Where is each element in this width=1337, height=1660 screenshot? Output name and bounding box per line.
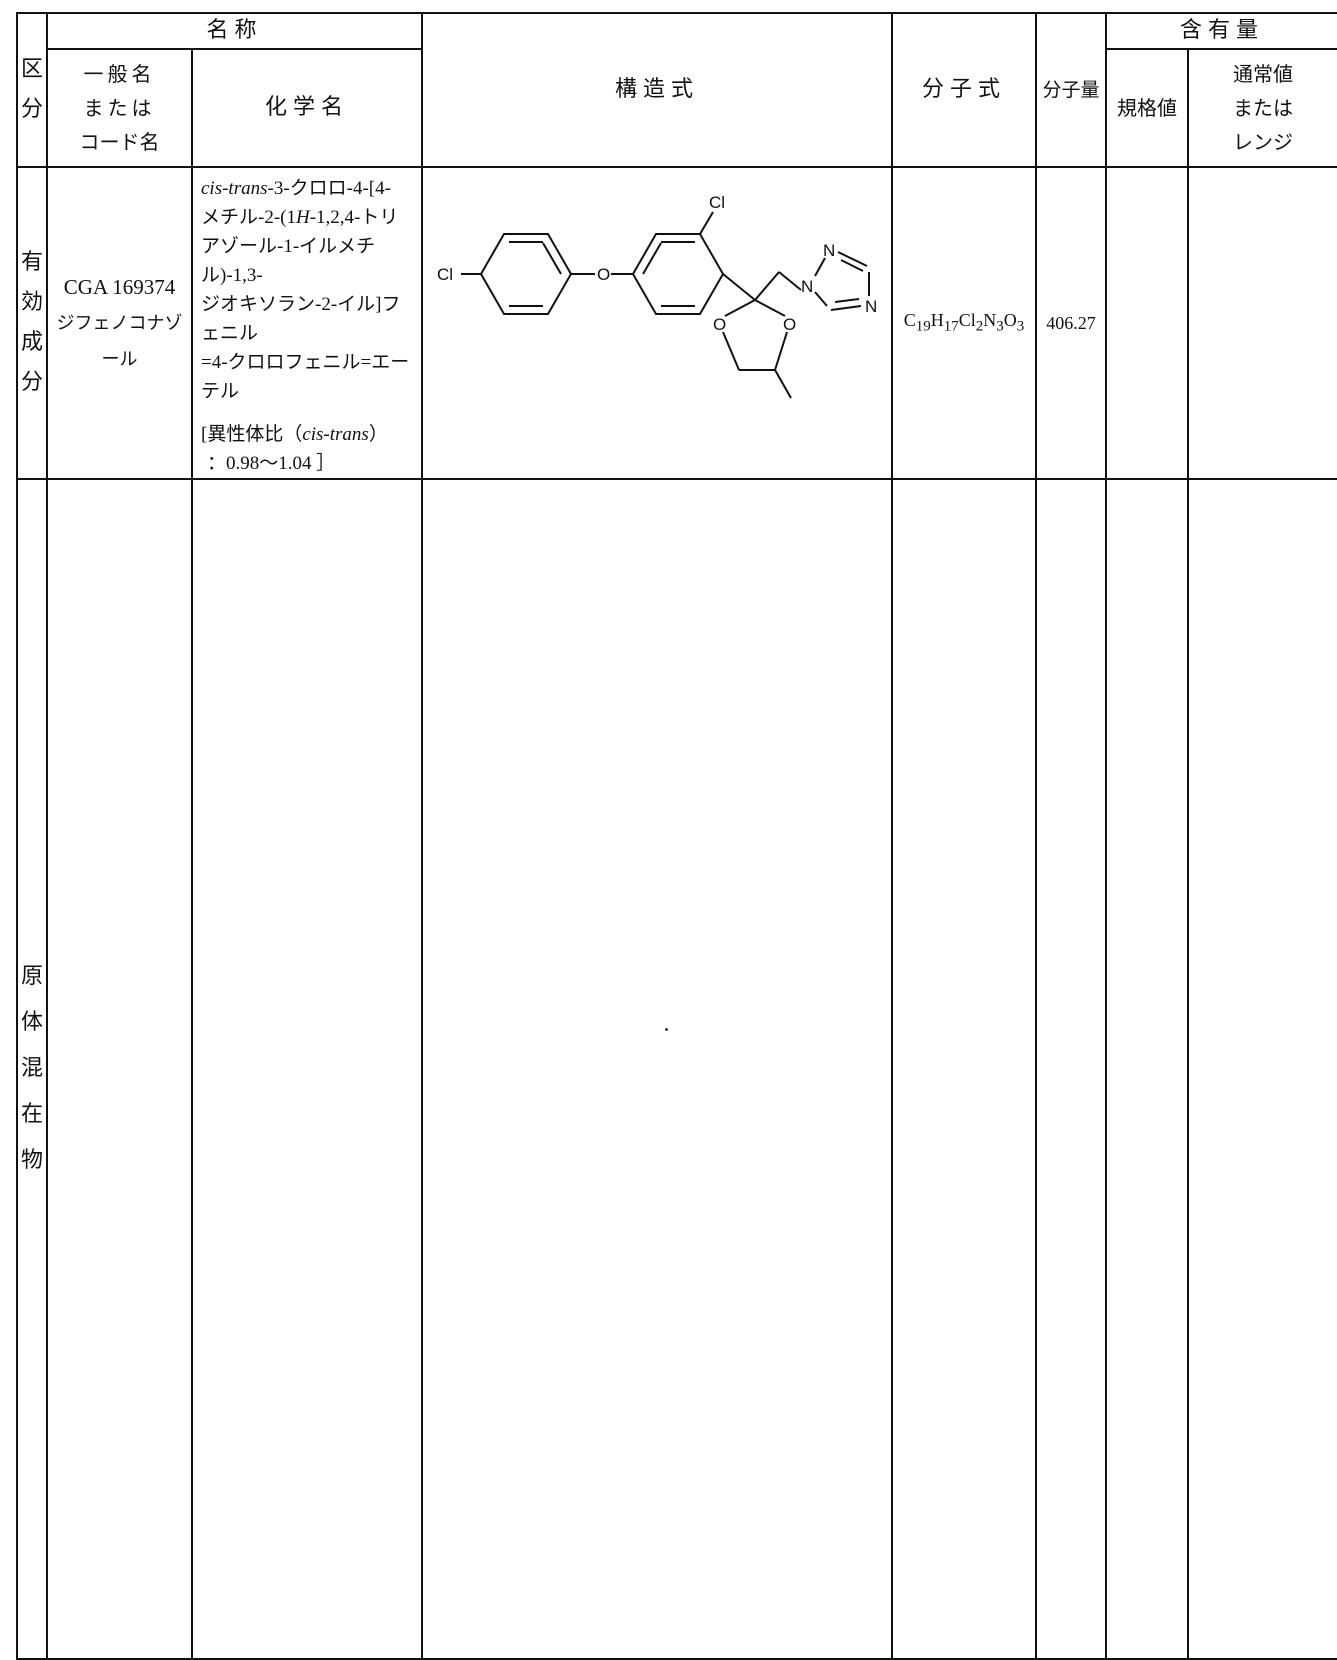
normal-value-cell [1187, 166, 1337, 480]
category-impurities: 原 体 混 在 物 [16, 478, 48, 1660]
header-normal-value-line-1: 通常値 [1233, 62, 1294, 86]
molecular-formula-cell: C19H17Cl2N3O3 [891, 166, 1038, 480]
category-active-ingredient: 有 効 成 分 [16, 166, 48, 480]
molecular-weight-cell: 406.27 [1035, 166, 1108, 480]
category-char: 混 [20, 1056, 43, 1081]
category-char: 原 [20, 964, 43, 989]
atom-cl-left: Cl [437, 265, 453, 284]
category-char: 効 [20, 290, 43, 315]
structure-cell-empty [421, 478, 894, 1660]
spec-value-cell-empty [1105, 478, 1190, 1660]
molecular-weight-cell-empty [1035, 478, 1108, 1660]
structural-formula: Cl O Cl O O N N N [437, 193, 877, 399]
atom-n-1: N [801, 277, 813, 296]
isomer-ratio: [異性体比（cis-trans） [201, 424, 388, 445]
chemical-name-line-2: メチル-2-(1H-1,2,4-トリ [201, 207, 399, 228]
speck-mark [665, 1028, 669, 1031]
table-row-impurities: 原 体 混 在 物 [16, 478, 1337, 1660]
header-general-name-line-3: コード名 [79, 130, 160, 154]
general-name-cell-empty [46, 478, 193, 1660]
category-char: 体 [20, 1010, 43, 1035]
common-name: ジフェノコナゾール [56, 313, 183, 369]
chemical-name-cell: cis-trans-3-クロロ-4-[4- メチル-2-(1H-1,2,4-トリ… [190, 166, 424, 480]
category-char: 分 [20, 370, 43, 395]
atom-cl-top: Cl [709, 193, 725, 212]
header-kubun-char-2: 分 [20, 97, 43, 122]
chemical-name-line-3: アゾール-1-イルメチル)-1,3- [201, 236, 376, 286]
molecular-formula-cell-empty [891, 478, 1038, 1660]
spec-value-cell [1105, 166, 1190, 480]
header-content: 含有量 [1105, 12, 1337, 50]
chemical-name-line-4: ジオキソラン-2-イル]フェニル [201, 294, 401, 344]
header-normal-value-line-2: または [1233, 96, 1294, 120]
header-chemical-name: 化学名 [190, 48, 424, 168]
atom-o-ether: O [597, 265, 610, 284]
atom-n-2: N [823, 241, 835, 260]
chemical-name-line-1: cis-trans-3-クロロ-4-[4- [201, 178, 391, 199]
header-normal-value: 通常値 または レンジ [1187, 48, 1337, 168]
specification-table: 区 分 名称 構造式 分子式 分子量 含有量 一般名 または コード名 化学名 … [16, 12, 1337, 1660]
isomer-ratio-value: ：0.98～1.04 ］ [207, 453, 336, 474]
general-name-cell: CGA 169374 ジフェノコナゾール [46, 166, 193, 480]
header-structure: 構造式 [421, 12, 894, 168]
category-char: 有 [20, 250, 43, 275]
header-general-name: 一般名 または コード名 [46, 48, 193, 168]
chemical-name-line-5: =4-クロロフェニル=エーテル [201, 352, 410, 402]
header-general-name-line-2: または [83, 96, 156, 120]
header-kubun-char-1: 区 [20, 57, 43, 82]
molecular-formula: C19H17Cl2N3O3 [903, 310, 1025, 335]
structure-cell: Cl O Cl O O N N N [421, 166, 894, 480]
code-name: CGA 169374 [63, 275, 176, 299]
header-kubun-text: 区 分 [18, 50, 46, 130]
header-kubun: 区 分 [16, 12, 48, 168]
header-molecular-weight: 分子量 [1035, 12, 1108, 168]
category-char: 物 [20, 1148, 43, 1173]
atom-n-4: N [865, 297, 877, 316]
header-normal-value-line-3: レンジ [1233, 130, 1294, 154]
header-spec-value: 規格値 [1105, 48, 1190, 168]
header-meisho: 名称 [45, 12, 424, 50]
atom-o-ring-2: O [783, 315, 796, 334]
header-molecular-formula: 分子式 [891, 12, 1038, 168]
atom-o-ring-1: O [713, 315, 726, 334]
category-char: 在 [20, 1102, 43, 1127]
header-general-name-line-1: 一般名 [83, 62, 156, 86]
normal-value-cell-empty [1187, 478, 1337, 1660]
chemical-name-cell-empty [190, 478, 424, 1660]
category-char: 成 [20, 330, 43, 355]
table-row-active-ingredient: 有 効 成 分 CGA 169374 ジフェノコナゾール cis-trans-3… [16, 166, 1337, 480]
